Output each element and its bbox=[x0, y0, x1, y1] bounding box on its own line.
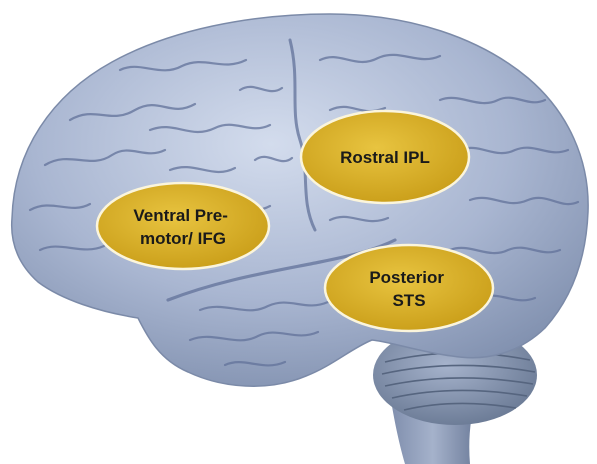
region-rostral-ipl: Rostral IPL bbox=[301, 111, 469, 203]
region-posterior-sts: Posterior STS bbox=[325, 245, 493, 331]
region-ventral-premotor: Ventral Pre- motor/ IFG bbox=[97, 183, 269, 269]
region-label-line: motor/ IFG bbox=[140, 229, 226, 248]
region-label-line: Rostral IPL bbox=[340, 148, 430, 167]
svg-text:Rostral IPL: Rostral IPL bbox=[340, 148, 430, 167]
region-label-line: Ventral Pre- bbox=[133, 206, 228, 225]
region-label-line: Posterior bbox=[369, 268, 444, 287]
cerebrum-shape bbox=[12, 14, 588, 386]
region-label-line: STS bbox=[392, 291, 425, 310]
